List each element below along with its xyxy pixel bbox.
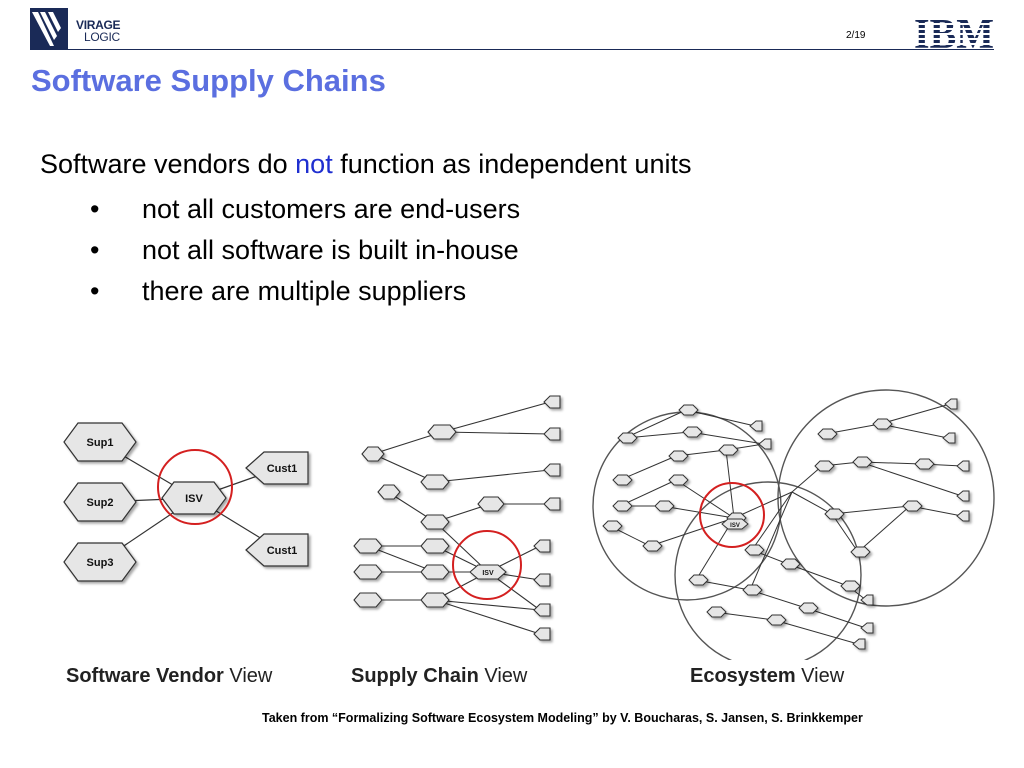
label-isv: ISV (185, 493, 203, 505)
label-isv-ecosystem: ISV (730, 523, 740, 529)
ibm-logo-text: IBM (914, 15, 994, 49)
intro-emphasis: not (295, 149, 333, 179)
label-vendor-main: Software Vendor (66, 665, 230, 687)
vendor-view-diagram: Sup1 Sup2 Sup3 ISV Cust1 Cust1 (63, 422, 309, 582)
label-supply-chain-view: Supply Chain View (351, 665, 527, 688)
bullet-marker: • (90, 194, 100, 224)
label-vendor-tail: View (229, 665, 273, 687)
node-cust1-top (245, 451, 309, 485)
bullet-item: • there are multiple suppliers (90, 271, 520, 312)
bullet-text: there are multiple suppliers (142, 276, 467, 306)
node-isv (161, 481, 227, 515)
supply-chain-diagrams: Sup1 Sup2 Sup3 ISV Cust1 Cust1 (63, 389, 995, 660)
intro-text-start: Software vendors do (40, 149, 296, 179)
label-software-vendor-view: Software Vendor View (66, 665, 272, 688)
header-divider (30, 49, 994, 50)
node-cust1-bottom (245, 533, 309, 567)
source-citation: Taken from “Formalizing Software Ecosyst… (262, 711, 863, 725)
label-sup1: Sup1 (87, 437, 114, 449)
highlight-circle-supply (452, 530, 522, 600)
highlight-circle-vendor (157, 449, 233, 525)
node-isv-ecosystem (721, 518, 749, 530)
bullet-marker: • (90, 276, 100, 306)
bullet-text: not all customers are end-users (142, 194, 521, 224)
node-sup2 (63, 482, 137, 522)
ibm-logo: IBM (914, 15, 994, 49)
ecosystem-view-diagram: ISV (592, 389, 995, 660)
bullet-text: not all software is built in-house (142, 235, 519, 265)
supply-chain-view-diagram: ISV (353, 395, 561, 641)
node-sup1 (63, 422, 137, 462)
intro-text-end: function as independent units (332, 149, 692, 179)
virage-logic-logo: VIRAGE LOGIC (30, 8, 134, 50)
bullet-marker: • (90, 235, 100, 265)
label-supply-main: Supply Chain (351, 665, 485, 687)
label-cust1-bottom: Cust1 (267, 545, 298, 557)
label-sup2: Sup2 (87, 497, 114, 509)
virage-logo-mark (30, 8, 68, 50)
label-isv-supply: ISV (482, 570, 494, 577)
node-sup3 (63, 542, 137, 582)
label-ecosystem-main: Ecosystem (690, 665, 802, 687)
bullet-list: • not all customers are end-users • not al… (90, 189, 520, 312)
label-ecosystem-tail: View (801, 665, 845, 687)
node-isv-supply (469, 564, 507, 580)
page-number: 2/19 (846, 30, 866, 41)
label-ecosystem-view: Ecosystem View (690, 665, 844, 688)
logo-text-logic: LOGIC (84, 30, 120, 44)
slide-title: Software Supply Chains (31, 63, 386, 98)
bullet-item: • not all software is built in-house (90, 230, 520, 271)
label-sup3: Sup3 (87, 557, 114, 569)
label-supply-tail: View (484, 665, 528, 687)
logo-text-virage: VIRAGE (76, 18, 121, 32)
highlight-circle-ecosystem (699, 482, 765, 548)
label-cust1-top: Cust1 (267, 463, 298, 475)
bullet-item: • not all customers are end-users (90, 189, 520, 230)
intro-line: Software vendors do not function as inde… (40, 149, 691, 180)
